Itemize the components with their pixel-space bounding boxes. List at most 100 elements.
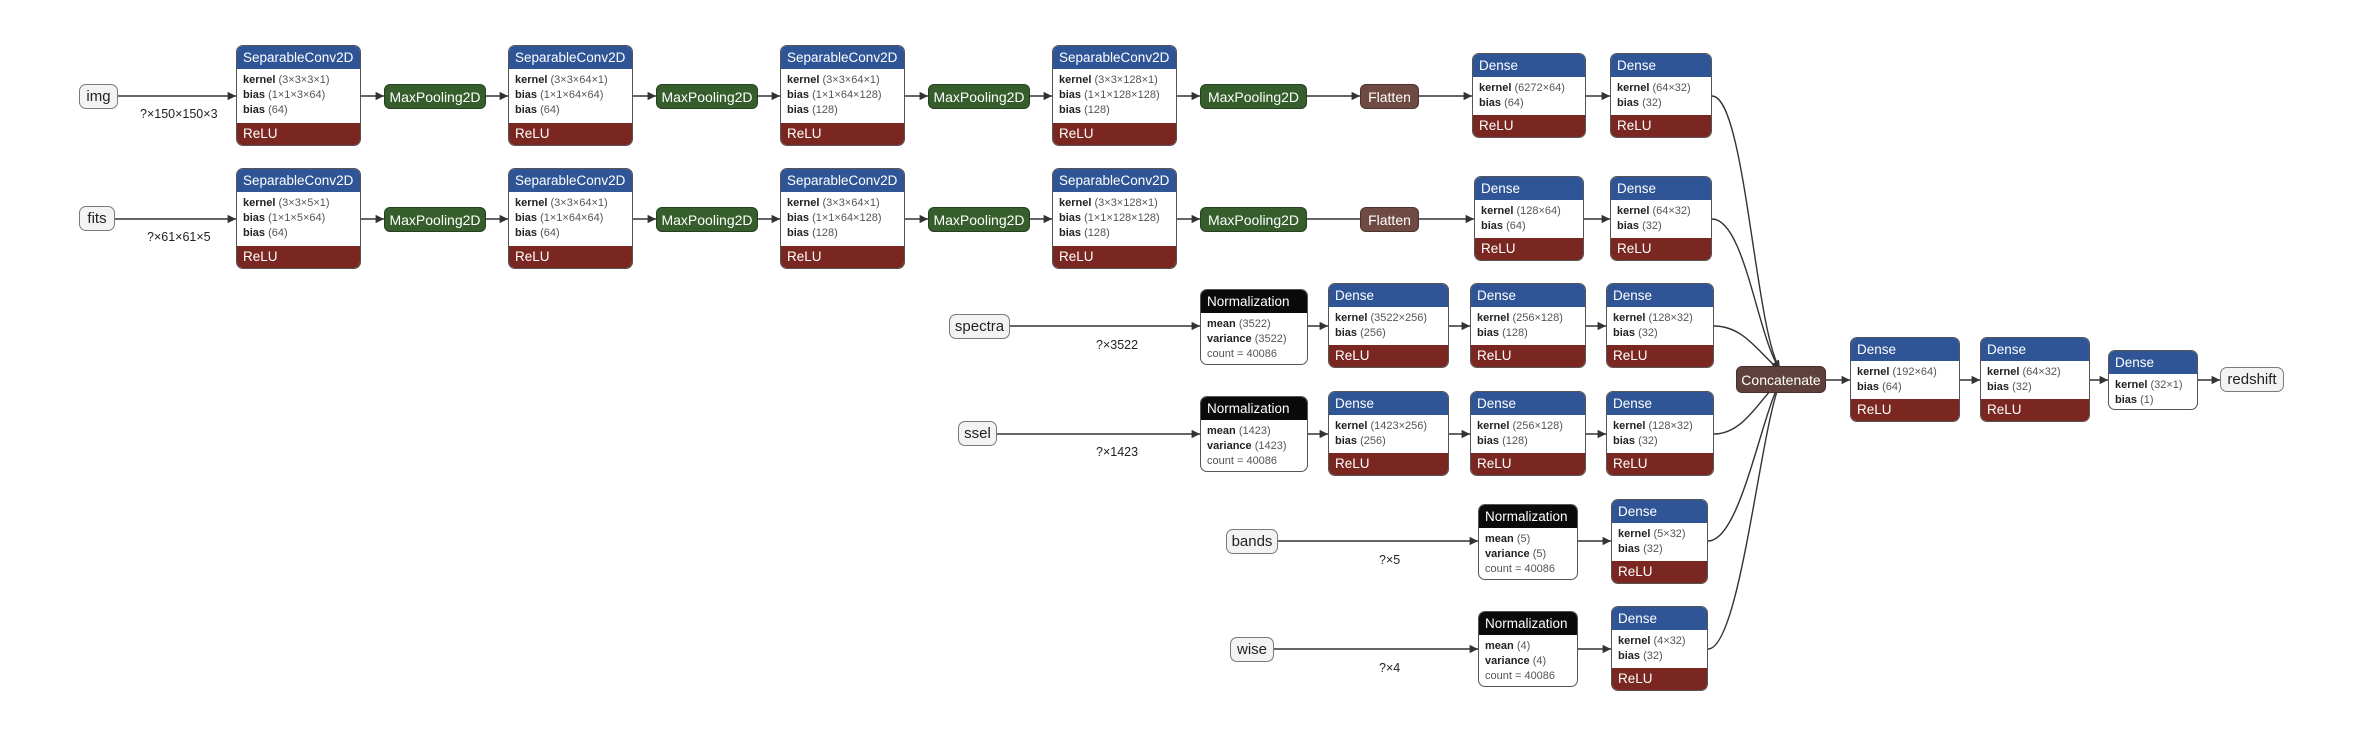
bias-row: bias (32) bbox=[1617, 97, 1662, 109]
fits-separableconv2d-1[interactable]: SeparableConv2D kernel (3×3×5×1) bias (1… bbox=[236, 168, 361, 269]
kernel-row: kernel (256×128) bbox=[1477, 420, 1563, 432]
img-dense-1[interactable]: Dense kernel (6272×64) bias (64) ReLU bbox=[1472, 53, 1586, 138]
spectra-dense-1[interactable]: Dense kernel (3522×256) bias (256) ReLU bbox=[1328, 283, 1449, 368]
variance-row: variance (3522) bbox=[1207, 333, 1287, 345]
input-img[interactable]: img bbox=[79, 84, 118, 109]
bias-row: bias (256) bbox=[1335, 327, 1386, 339]
input-fits[interactable]: fits bbox=[79, 206, 115, 231]
activation-relu: ReLU bbox=[781, 123, 904, 145]
kernel-row: kernel (3×3×64×1) bbox=[787, 74, 880, 86]
edge bbox=[1711, 95, 1781, 370]
bias-row: bias (64) bbox=[515, 104, 560, 116]
head-dense-3[interactable]: Dense kernel (32×1) bias (1) bbox=[2108, 350, 2198, 410]
kernel-row: kernel (4×32) bbox=[1618, 635, 1686, 647]
kernel-row: kernel (3×3×128×1) bbox=[1059, 197, 1158, 209]
bias-row: bias (64) bbox=[243, 104, 288, 116]
bands-normalization[interactable]: Normalization mean (5) variance (5) coun… bbox=[1478, 504, 1578, 580]
bias-row: bias (128) bbox=[1477, 327, 1528, 339]
head-dense-1[interactable]: Dense kernel (192×64) bias (64) ReLU bbox=[1850, 337, 1960, 422]
kernel-row: kernel (3×3×5×1) bbox=[243, 197, 330, 209]
fits-maxpooling2d-3[interactable]: MaxPooling2D bbox=[928, 207, 1030, 232]
count-row: count = 40086 bbox=[1207, 348, 1278, 360]
img-separableconv2d-2[interactable]: SeparableConv2D kernel (3×3×64×1) bias (… bbox=[508, 45, 633, 146]
spectra-normalization[interactable]: Normalization mean (3522) variance (3522… bbox=[1200, 289, 1308, 365]
img-separableconv2d-4[interactable]: SeparableConv2D kernel (3×3×128×1) bias … bbox=[1052, 45, 1177, 146]
mean-row: mean (4) bbox=[1485, 640, 1531, 652]
layer-title: Normalization bbox=[1479, 612, 1577, 635]
output-redshift[interactable]: redshift bbox=[2220, 367, 2284, 392]
kernel-row: kernel (128×32) bbox=[1613, 420, 1693, 432]
layer-title: Dense bbox=[1611, 177, 1711, 200]
layer-title: SeparableConv2D bbox=[509, 169, 632, 192]
input-ssel[interactable]: ssel bbox=[958, 421, 997, 446]
ssel-normalization[interactable]: Normalization mean (1423) variance (1423… bbox=[1200, 396, 1308, 472]
input-spectra-shape: ?×3522 bbox=[1096, 338, 1139, 352]
kernel-row: kernel (5×32) bbox=[1618, 528, 1686, 540]
input-wise[interactable]: wise bbox=[1230, 637, 1274, 662]
activation-relu: ReLU bbox=[1981, 399, 2089, 421]
ssel-dense-1[interactable]: Dense kernel (1423×256) bias (256) ReLU bbox=[1328, 391, 1449, 476]
ssel-dense-3[interactable]: Dense kernel (128×32) bias (32) ReLU bbox=[1606, 391, 1714, 476]
layer-title: SeparableConv2D bbox=[509, 46, 632, 69]
concatenate-node[interactable]: Concatenate bbox=[1736, 366, 1826, 393]
kernel-row: kernel (64×32) bbox=[1617, 82, 1691, 94]
fits-separableconv2d-2[interactable]: SeparableConv2D kernel (3×3×64×1) bias (… bbox=[508, 168, 633, 269]
bias-row: bias (32) bbox=[1618, 650, 1663, 662]
img-dense-2[interactable]: Dense kernel (64×32) bias (32) ReLU bbox=[1610, 53, 1712, 138]
layer-title: Dense bbox=[1471, 392, 1585, 415]
fits-separableconv2d-3[interactable]: SeparableConv2D kernel (3×3×64×1) bias (… bbox=[780, 168, 905, 269]
fits-maxpooling2d-2[interactable]: MaxPooling2D bbox=[656, 207, 758, 232]
img-maxpooling2d-1[interactable]: MaxPooling2D bbox=[384, 84, 486, 109]
wise-dense-1[interactable]: Dense kernel (4×32) bias (32) ReLU bbox=[1611, 606, 1708, 691]
wise-normalization[interactable]: Normalization mean (4) variance (4) coun… bbox=[1478, 611, 1578, 687]
input-bands[interactable]: bands bbox=[1226, 529, 1278, 554]
activation-relu: ReLU bbox=[237, 123, 360, 145]
head-dense-2[interactable]: Dense kernel (64×32) bias (32) ReLU bbox=[1980, 337, 2090, 422]
count-row: count = 40086 bbox=[1485, 563, 1556, 575]
input-spectra[interactable]: spectra bbox=[949, 314, 1010, 339]
bands-dense-1[interactable]: Dense kernel (5×32) bias (32) ReLU bbox=[1611, 499, 1708, 584]
bias-row: bias (64) bbox=[1479, 97, 1524, 109]
layer-title: SeparableConv2D bbox=[1053, 169, 1176, 192]
layer-title: SeparableConv2D bbox=[237, 169, 360, 192]
activation-relu: ReLU bbox=[1053, 123, 1176, 145]
kernel-row: kernel (32×1) bbox=[2115, 379, 2183, 391]
spectra-dense-3[interactable]: Dense kernel (128×32) bias (32) ReLU bbox=[1606, 283, 1714, 368]
bias-row: bias (64) bbox=[515, 227, 560, 239]
edge bbox=[1711, 218, 1781, 370]
img-maxpooling2d-4[interactable]: MaxPooling2D bbox=[1200, 84, 1307, 109]
ssel-dense-2[interactable]: Dense kernel (256×128) bias (128) ReLU bbox=[1470, 391, 1586, 476]
layer-title: Normalization bbox=[1201, 290, 1307, 313]
activation-relu: ReLU bbox=[1471, 345, 1585, 367]
input-ssel-shape: ?×1423 bbox=[1096, 445, 1139, 459]
img-maxpooling2d-2[interactable]: MaxPooling2D bbox=[656, 84, 758, 109]
bias-depth-row: bias (1×1×64×128) bbox=[787, 89, 882, 101]
fits-maxpooling2d-1[interactable]: MaxPooling2D bbox=[384, 207, 486, 232]
bias-depth-row: bias (1×1×64×64) bbox=[515, 212, 604, 224]
kernel-row: kernel (64×32) bbox=[1987, 366, 2061, 378]
layer-title: Dense bbox=[1473, 54, 1585, 77]
kernel-row: kernel (64×32) bbox=[1617, 205, 1691, 217]
activation-relu: ReLU bbox=[509, 123, 632, 145]
activation-relu: ReLU bbox=[1607, 345, 1713, 367]
activation-relu: ReLU bbox=[1612, 668, 1707, 690]
layer-title: SeparableConv2D bbox=[1053, 46, 1176, 69]
spectra-dense-2[interactable]: Dense kernel (256×128) bias (128) ReLU bbox=[1470, 283, 1586, 368]
activation-relu: ReLU bbox=[781, 246, 904, 268]
bias-depth-row: bias (1×1×3×64) bbox=[243, 89, 326, 101]
img-flatten[interactable]: Flatten bbox=[1360, 84, 1419, 109]
fits-dense-1[interactable]: Dense kernel (128×64) bias (64) ReLU bbox=[1474, 176, 1584, 261]
fits-flatten[interactable]: Flatten bbox=[1360, 207, 1419, 232]
img-separableconv2d-1[interactable]: SeparableConv2D kernel (3×3×3×1) bias (1… bbox=[236, 45, 361, 146]
bias-depth-row: bias (1×1×128×128) bbox=[1059, 212, 1160, 224]
fits-dense-2[interactable]: Dense kernel (64×32) bias (32) ReLU bbox=[1610, 176, 1712, 261]
img-separableconv2d-3[interactable]: SeparableConv2D kernel (3×3×64×1) bias (… bbox=[780, 45, 905, 146]
activation-relu: ReLU bbox=[1475, 238, 1583, 260]
img-maxpooling2d-3[interactable]: MaxPooling2D bbox=[928, 84, 1030, 109]
bias-row: bias (128) bbox=[1059, 227, 1110, 239]
activation-relu: ReLU bbox=[1851, 399, 1959, 421]
fits-separableconv2d-4[interactable]: SeparableConv2D kernel (3×3×128×1) bias … bbox=[1052, 168, 1177, 269]
fits-maxpooling2d-4[interactable]: MaxPooling2D bbox=[1200, 207, 1307, 232]
